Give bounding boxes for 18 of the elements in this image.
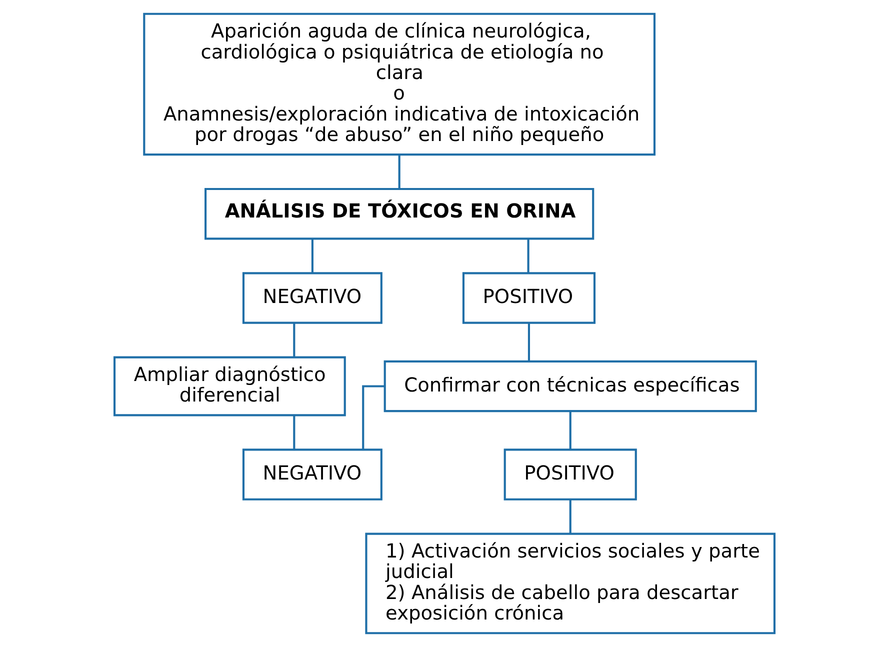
- node-box: POSITIVO: [504, 448, 637, 500]
- node-box: NEGATIVO: [242, 448, 382, 500]
- connector: [362, 385, 385, 450]
- node-box: POSITIVO: [462, 272, 596, 324]
- node-box: 1) Activación servicios sociales y parte judicial 2) Análisis de cabello para descartar exposición crónica: [365, 532, 776, 634]
- connector: [527, 239, 530, 273]
- node-box: NEGATIVO: [242, 272, 382, 324]
- connector: [569, 500, 572, 534]
- node-box: Aparición aguda de clínica neurológica, cardiológica o psiquiátrica de etiología no clara o Anamnesis/exploración indicativa de intoxicación por drogas “de abuso” en el niño pequeño: [143, 12, 656, 156]
- connector: [569, 411, 572, 450]
- connector: [528, 323, 530, 361]
- connector: [311, 239, 314, 273]
- connector: [398, 154, 400, 189]
- node-box: Ampliar diagnóstico diferencial: [113, 356, 346, 416]
- connector: [293, 416, 296, 450]
- connector: [293, 323, 296, 358]
- node-box: Confirmar con técnicas específicas: [384, 360, 757, 412]
- node-box: ANÁLISIS DE TÓXICOS EN ORINA: [204, 188, 594, 240]
